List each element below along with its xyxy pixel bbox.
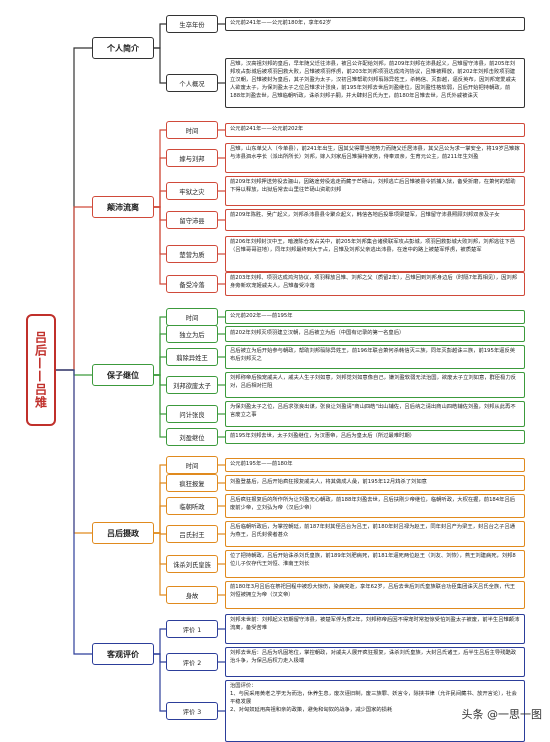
section-5-item-text: 刘邦去世后：吕后为巩固地位，掌控朝政，对戚夫人展开疯狂报复，诛杀刘氏皇族，大封吕…	[225, 647, 525, 677]
section-3-item-label[interactable]: 问计张良	[166, 405, 218, 423]
section-2-item-text: 前209年陈胜、吴广起义，刘邦杀沛县县令聚众起义，韩信各地后投靠项梁楚军，吕雉留…	[225, 209, 525, 231]
section-4-item-text: 公元前195年——前180年	[225, 458, 525, 472]
section-3-item-text: 吕后被立为后开始参与朝政，帮助刘邦翦除异姓王，前196年联合萧何杀韩信灭三族，同…	[225, 345, 525, 369]
section-4-item-text: 前180年3月吕后在祭祀回程中被恐大惊伤，染病突逝，享年62岁，吕后去世后刘氏皇…	[225, 581, 525, 609]
section-1-item-label[interactable]: 个人概况	[166, 74, 218, 92]
section-5-branch	[154, 653, 166, 712]
section-4[interactable]: 吕后摄政	[92, 522, 154, 544]
section-4-item-text: 吕后临朝听政后，为掌控朝廷，前187年封其侄吕台为吕王，前180年封吕禄为赵王，…	[225, 521, 525, 547]
section-4-item-label[interactable]: 临朝听政	[166, 497, 218, 515]
section-1-item-label[interactable]: 生卒年份	[166, 15, 218, 33]
section-3-item-text: 前195年刘邦去世，太子刘盈继位，为汉惠帝，吕后为皇太后（所过最难时期）	[225, 430, 525, 444]
section-2-branch	[154, 206, 166, 285]
section-2-item-label[interactable]: 备受冷落	[166, 275, 218, 293]
section-2-item-text: 前206年刘邦封汉中王，暗渡陈仓攻占关中，前205年刘邦集合诸侯联军攻占彭城，项…	[225, 236, 525, 272]
section-2-item-text: 吕雉，山东单父人（今单县），前241年出生，因其父得罪当地势力而随父迁居沛县，其…	[225, 143, 525, 173]
section-1-item-text: 公元前241年——公元前180年，享年62岁	[225, 17, 525, 31]
section-2-branch	[154, 190, 166, 208]
section-3-item-label[interactable]: 时间	[166, 308, 218, 326]
section-5-item-label[interactable]: 评价 3	[166, 702, 218, 720]
section-2-item-text: 前209年刘邦押送劳役去骊山，因路途劳役逃走而藏于芒砀山，刘邦逃亡后吕雉被县令抓…	[225, 176, 525, 206]
section-3-branch	[154, 374, 166, 438]
section-3-item-label[interactable]: 独立为后	[166, 325, 218, 343]
section-4-item-label[interactable]: 时间	[166, 456, 218, 474]
section-2-item-label[interactable]: 留守沛县	[166, 211, 218, 229]
section-2-item-text: 公元前241年——公元前202年	[225, 123, 525, 137]
section-4-branch	[154, 505, 166, 534]
section-5-item-text: 刘邦未世前：刘邦起义初期留守沛县，被楚军俘为质2年，刘邦称帝后因不得宠时常担惊受…	[225, 614, 525, 644]
section-4-item-text: 刘盈登基后，吕后开始疯狂报复戚夫人，将其做成人彘，前195年12月鸩杀了刘如意	[225, 475, 525, 491]
section-3-item-label[interactable]: 刘邦欲废太子	[166, 376, 218, 394]
root-title: 吕后——吕雉	[26, 314, 56, 426]
section-4-item-label[interactable]: 吕氏封王	[166, 525, 218, 543]
section-1-item-text: 吕雉，汉高祖刘邦的皇后，早年随父迁往沛县，被吕公许配给刘邦，前209年刘邦在沛县…	[225, 58, 525, 108]
section-3-item-text: 为保刘盈太子之位，吕后求张良出谋，张良让刘盈请"商山四皓"出山辅佐，吕后纳之请出…	[225, 401, 525, 427]
section-4-item-text: 位了把持朝政，吕后开始诛杀刘氏皇族，前189年刘肥病死，前181年逼死两位赵王（…	[225, 550, 525, 578]
section-1[interactable]: 个人简介	[92, 37, 154, 59]
section-2-item-label[interactable]: 嫁与刘邦	[166, 149, 218, 167]
section-2-item-text: 前203年刘邦、项羽达成鸿沟协议，项羽释放吕雉、刘邦之父（质留2年），吕雉回到刘…	[225, 272, 525, 296]
section-3-item-label[interactable]: 翦除异姓王	[166, 348, 218, 366]
root-to-section-2	[56, 206, 92, 371]
section-3-item-text: 公元前202年——前195年	[225, 310, 525, 324]
section-3-item-label[interactable]: 刘盈继位	[166, 428, 218, 446]
section-2-item-label[interactable]: 时间	[166, 121, 218, 139]
section-1-branch	[154, 47, 166, 84]
section-2-item-label[interactable]: 牢狱之灾	[166, 182, 218, 200]
section-4-item-text: 吕后疯狂报复后的所作所为让刘盈无心朝政，前188年刘盈去世，吕后扶刚少帝继位，临…	[225, 494, 525, 518]
section-3-branch	[154, 356, 166, 376]
root-to-section-5	[56, 369, 92, 655]
section-3-item-text: 刘邦称帝后独宠戚夫人，戚夫人生子刘如意，刘邦觉刘如意像自己，嫌刘盈软弱无法治国，…	[225, 372, 525, 398]
section-3[interactable]: 保子继位	[92, 364, 154, 386]
section-5-branch	[154, 628, 166, 655]
section-2-item-label[interactable]: 楚营为质	[166, 245, 218, 263]
section-4-item-label[interactable]: 身故	[166, 586, 218, 604]
section-4-item-label[interactable]: 疯狂报复	[166, 474, 218, 492]
section-1-branch	[154, 23, 166, 49]
section-5-item-label[interactable]: 评价 2	[166, 653, 218, 671]
section-4-branch	[154, 532, 166, 596]
section-3-item-text: 前202年刘邦灭项羽建立汉朝，吕后被立为后（中国有记录的第一名皇后）	[225, 326, 525, 342]
section-4-item-label[interactable]: 诛杀刘氏皇族	[166, 555, 218, 573]
watermark: 头条 @一思一图	[461, 708, 543, 721]
section-5[interactable]: 客观评价	[92, 643, 154, 665]
section-2[interactable]: 颠沛流离	[92, 196, 154, 218]
section-5-item-label[interactable]: 评价 1	[166, 620, 218, 638]
